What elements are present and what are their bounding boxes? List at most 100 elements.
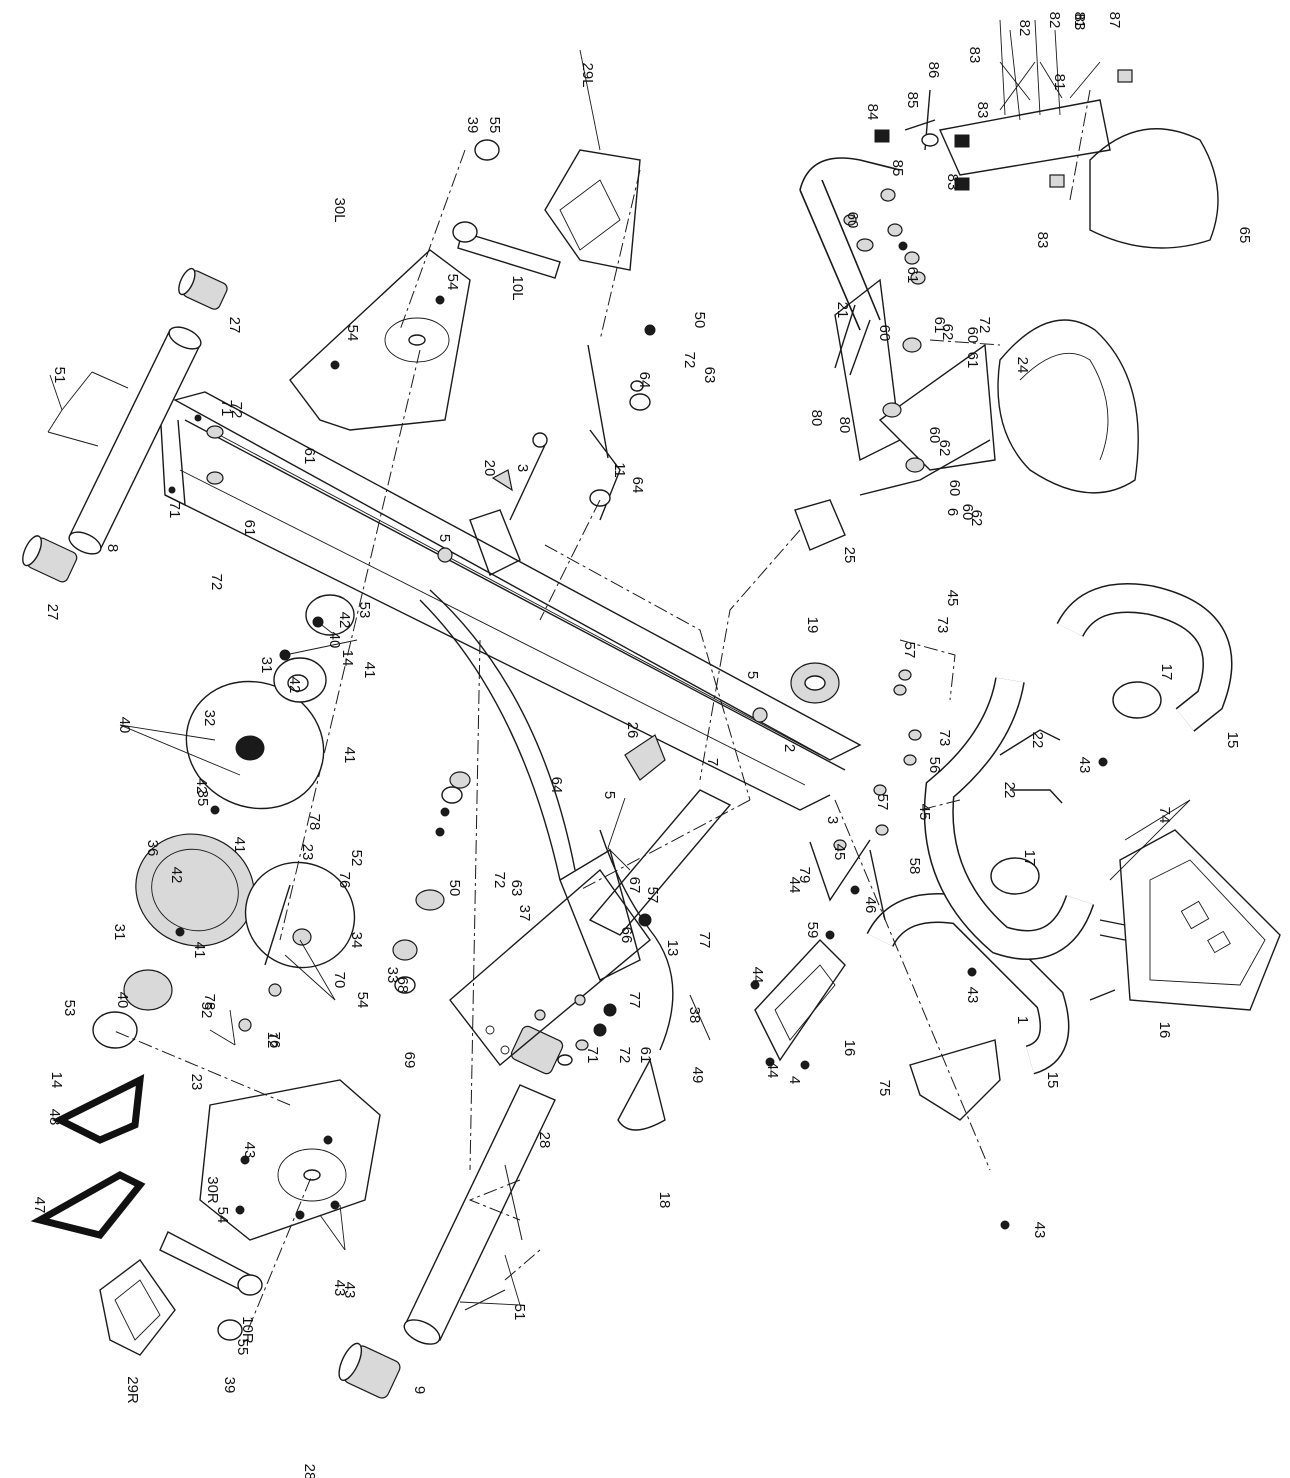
part-label-71: 71 [166, 502, 183, 519]
part-label-61: 61 [301, 448, 318, 465]
part-label-61: 61 [637, 1047, 654, 1064]
part-label-4: 4 [786, 1076, 803, 1084]
seat-post-frame [449, 789, 732, 1067]
part-label-10l: 10L [509, 275, 526, 300]
front-stabilizer [22, 267, 228, 583]
part-label-16: 16 [841, 1040, 858, 1057]
main-frame-rail [159, 391, 862, 881]
part-label-14: 14 [339, 650, 356, 667]
part-label-57: 57 [901, 642, 918, 659]
part-label-50: 50 [446, 880, 463, 897]
part-label-27: 27 [226, 317, 243, 334]
part-label-61: 61 [241, 520, 258, 537]
part-label-81: 81 [1051, 74, 1068, 91]
part-label-78: 78 [201, 994, 218, 1011]
part-label-42: 42 [336, 612, 353, 629]
part-label-15: 15 [1224, 732, 1241, 749]
part-label-59: 59 [804, 922, 821, 939]
part-label-7: 7 [704, 758, 721, 766]
part-label-1: 1 [1014, 1016, 1031, 1024]
part-label-37: 37 [516, 905, 533, 922]
part-label-54: 54 [444, 274, 461, 291]
part-label-82: 82 [1046, 12, 1063, 29]
part-label-32: 32 [201, 710, 218, 727]
part-label-20: 20 [481, 460, 498, 477]
part-label-23: 23 [188, 1074, 205, 1091]
part-label-79: 79 [796, 867, 813, 884]
part-label-43: 43 [1031, 1222, 1048, 1239]
part-label-69: 69 [401, 1052, 418, 1069]
part-label-62: 62 [968, 510, 985, 527]
part-label-31: 31 [111, 924, 128, 941]
part-label-35: 35 [194, 790, 211, 807]
handlebars [866, 583, 1233, 1075]
part-label-62: 62 [939, 324, 956, 341]
part-label-77: 77 [626, 992, 643, 1009]
part-label-22: 22 [1029, 732, 1046, 749]
part-label-30r: 30R [204, 1176, 221, 1204]
part-label-54: 54 [344, 325, 361, 342]
part-label-50: 50 [691, 312, 708, 329]
flywheel-assembly [92, 594, 356, 1049]
part-label-52: 52 [348, 850, 365, 867]
part-label-64: 64 [629, 477, 646, 494]
part-label-74: 74 [1156, 807, 1173, 824]
part-label-41: 41 [191, 942, 208, 959]
part-label-84: 84 [864, 104, 881, 121]
part-number-labels: 12334555678910L10R1112131414151516161717… [31, 12, 1253, 1478]
part-label-87: 87 [1106, 12, 1123, 29]
part-label-5: 5 [744, 671, 761, 679]
part-label-60: 60 [844, 212, 861, 229]
part-label-58: 58 [906, 858, 923, 875]
crank-arms-pedals [99, 139, 641, 1356]
part-label-44: 44 [764, 1062, 781, 1079]
part-label-10r: 10R [239, 1316, 256, 1344]
part-label-83: 83 [944, 174, 961, 191]
rear-stabilizer [338, 1025, 564, 1399]
console [754, 829, 1281, 1062]
part-label-80: 80 [808, 410, 825, 427]
part-label-43: 43 [341, 1282, 358, 1299]
part-label-66: 66 [618, 927, 635, 944]
part-label-44: 44 [786, 877, 803, 894]
part-label-22: 22 [1001, 782, 1018, 799]
part-label-45: 45 [944, 590, 961, 607]
part-label-61: 61 [964, 352, 981, 369]
part-label-86: 86 [925, 62, 942, 79]
part-label-76: 76 [336, 872, 353, 889]
part-label-12: 12 [264, 1032, 281, 1049]
part-label-72: 72 [616, 1047, 633, 1064]
part-label-83: 83 [1071, 14, 1088, 31]
part-label-76: 76 [266, 1032, 283, 1049]
part-label-45: 45 [916, 804, 933, 821]
part-label-67: 67 [626, 877, 643, 894]
part-label-57: 57 [644, 887, 661, 904]
part-label-21: 21 [834, 302, 851, 319]
part-label-72: 72 [976, 317, 993, 334]
part-label-48: 48 [46, 1109, 63, 1126]
part-label-85: 85 [889, 160, 906, 177]
part-label-2: 2 [781, 744, 798, 752]
part-label-72: 72 [681, 352, 698, 369]
part-label-40: 40 [326, 632, 343, 649]
part-label-40: 40 [116, 717, 133, 734]
misc-hardware [168, 19, 1116, 1230]
part-label-60: 60 [964, 327, 981, 344]
part-label-16: 16 [1156, 1022, 1173, 1039]
part-label-40: 40 [114, 992, 131, 1009]
part-label-41: 41 [341, 747, 358, 764]
part-label-53: 53 [356, 602, 373, 619]
part-label-72: 72 [228, 402, 245, 419]
part-label-43: 43 [964, 987, 981, 1004]
part-label-71: 71 [218, 400, 235, 417]
part-label-27: 27 [44, 604, 61, 621]
seat-assembly [794, 69, 1219, 551]
part-label-11: 11 [611, 462, 628, 478]
part-label-61: 61 [904, 267, 921, 284]
part-label-5: 5 [436, 534, 453, 542]
part-label-83: 83 [974, 102, 991, 119]
part-label-6: 6 [944, 508, 961, 516]
part-label-72: 72 [491, 872, 508, 889]
part-label-61: 61 [931, 317, 948, 334]
